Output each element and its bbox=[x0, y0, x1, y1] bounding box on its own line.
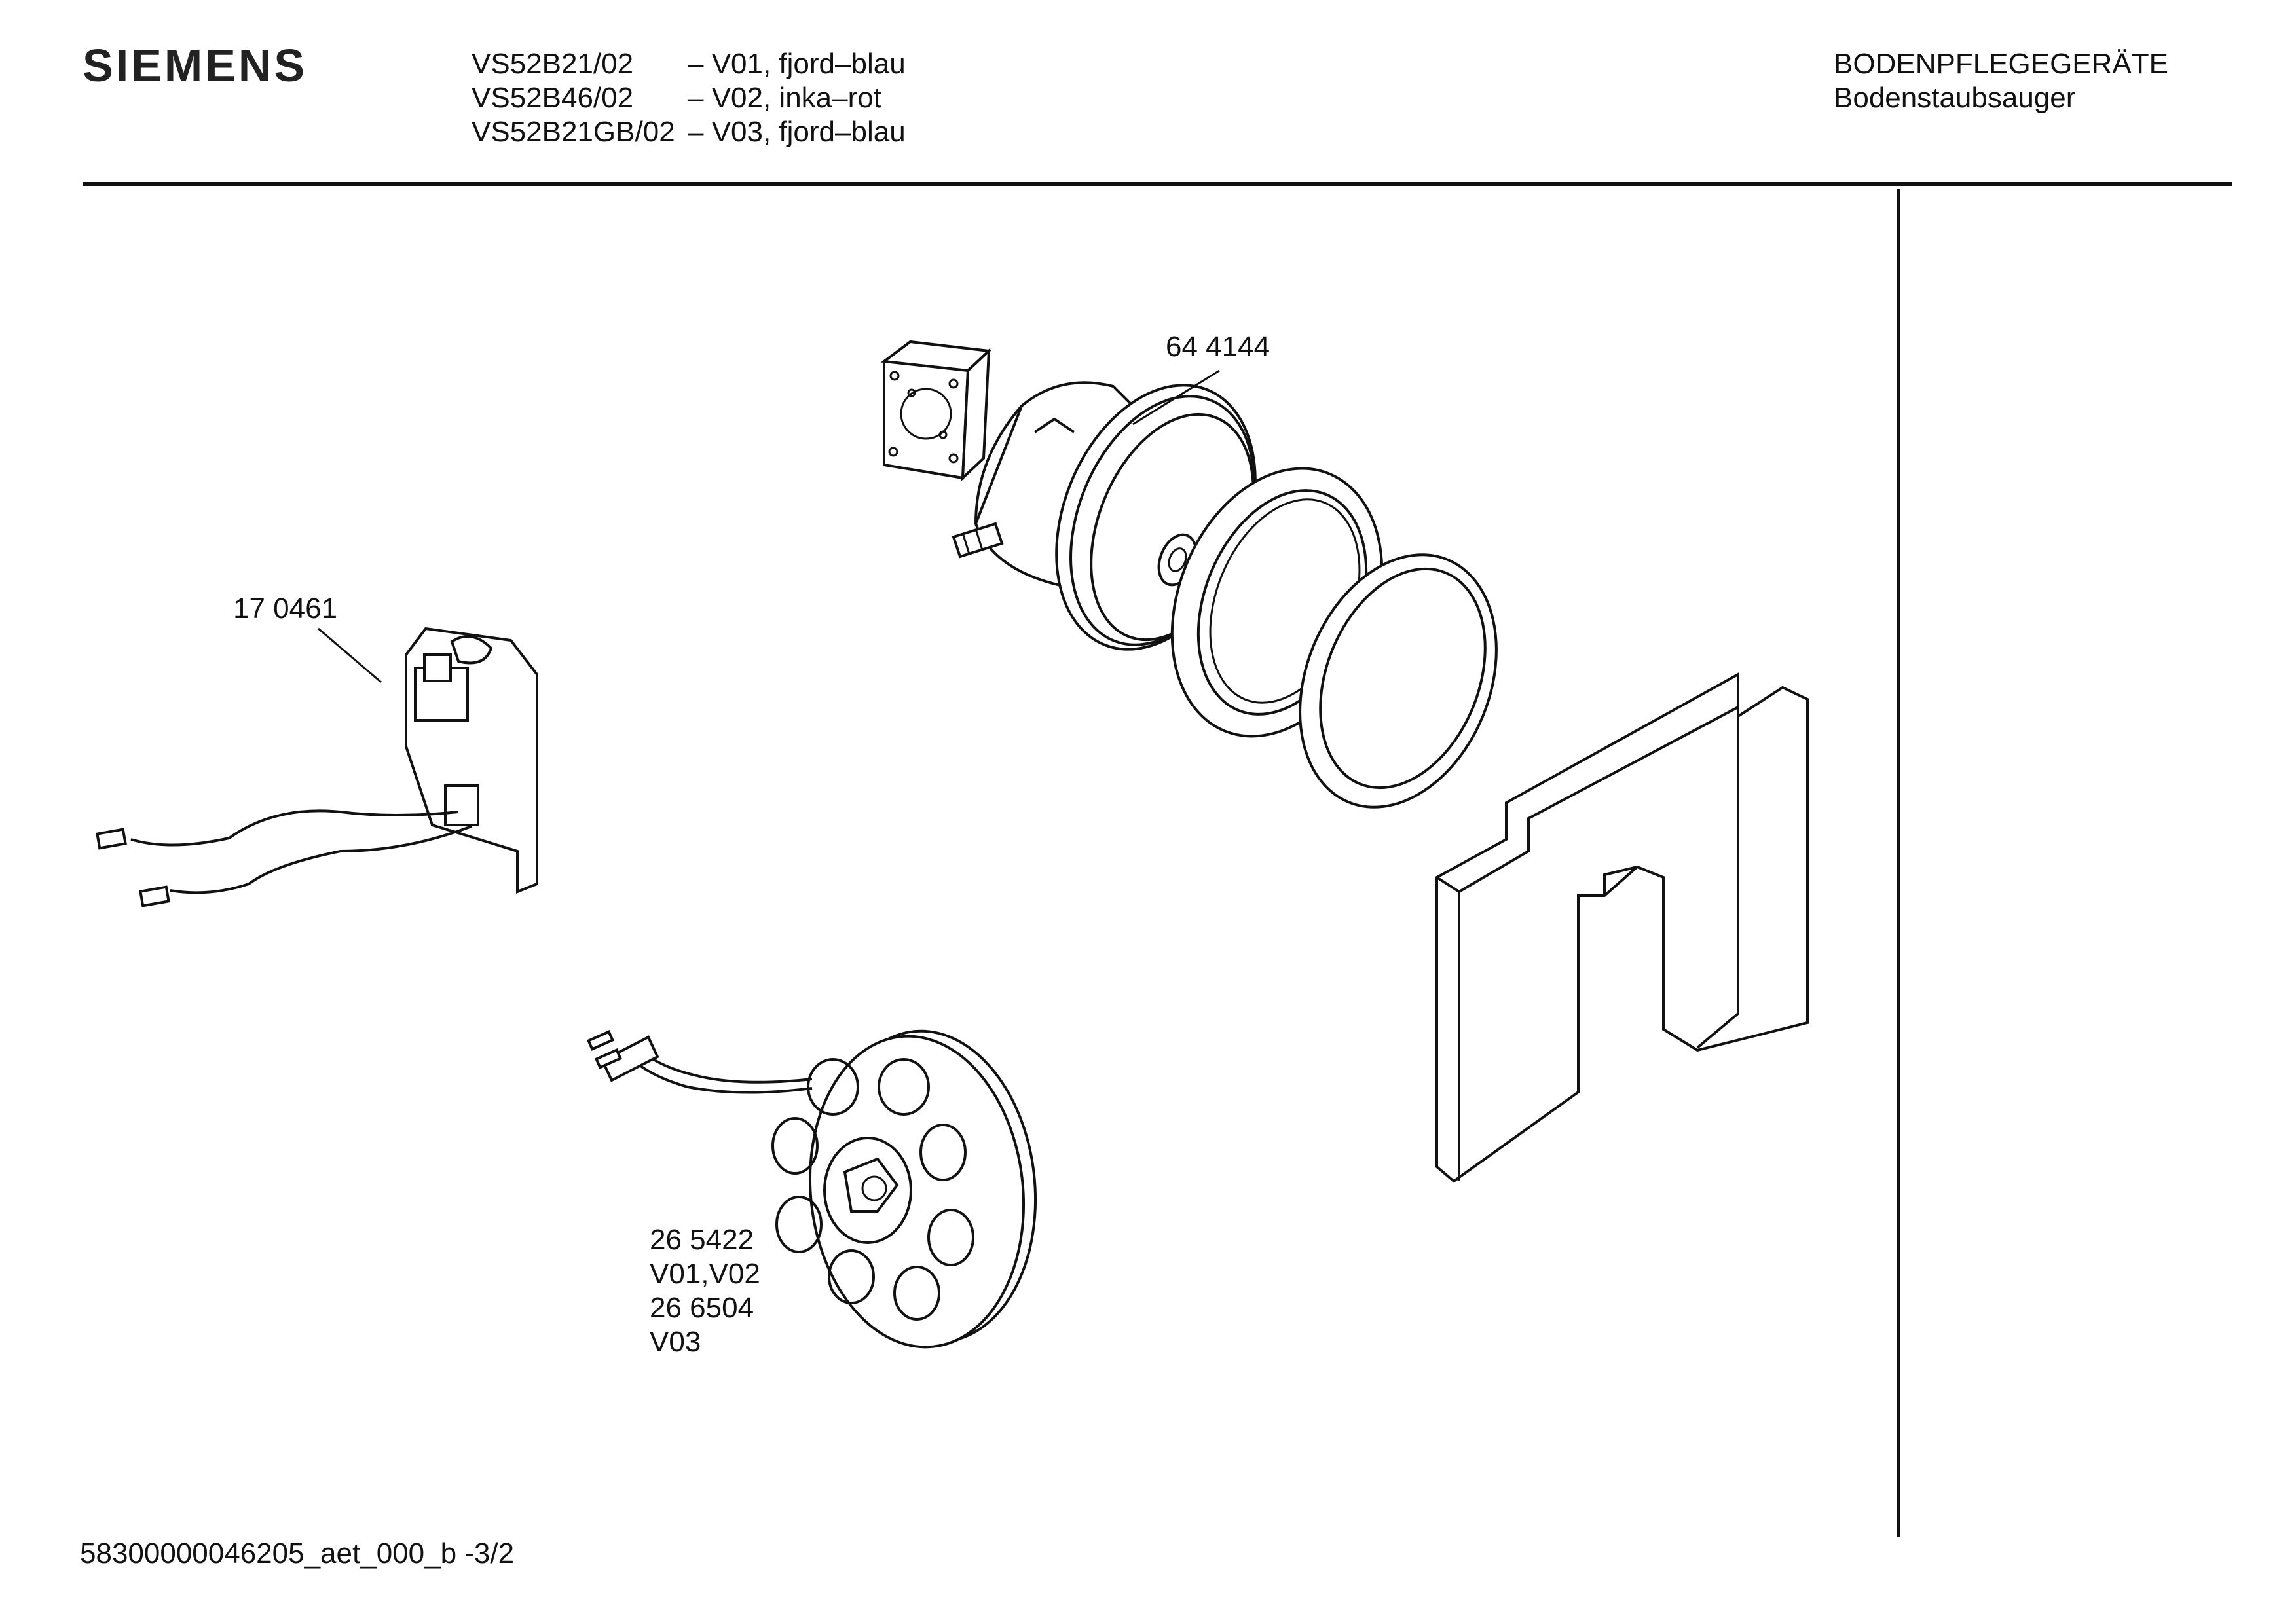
cable-reel-part-numbers: 26 5422 V01,V02 26 6504 V03 bbox=[650, 1223, 760, 1359]
cable-reel-part-line: V01,V02 bbox=[650, 1258, 760, 1290]
model-variant: – V01, fjord–blau bbox=[688, 48, 906, 80]
model-row: VS52B46/02 – V02, inka–rot bbox=[472, 81, 906, 115]
switch-leader-line bbox=[318, 627, 382, 684]
insulation-panel bbox=[1435, 672, 1809, 1183]
motor-filter-ring bbox=[1299, 553, 1498, 809]
margin-divider bbox=[1897, 189, 1900, 1537]
cable-reel-assembly bbox=[586, 1029, 1037, 1349]
model-variant: – V03, fjord–blau bbox=[688, 116, 906, 148]
cable-reel-part-line: 26 6504 bbox=[650, 1292, 754, 1324]
motor-mount-block bbox=[880, 340, 992, 481]
motor-leader-line bbox=[1132, 369, 1220, 426]
model-list: VS52B21/02 – V01, fjord–blau VS52B46/02 – … bbox=[472, 47, 906, 149]
switch-assembly bbox=[96, 627, 538, 907]
category-subtitle: Bodenstaubsauger bbox=[1834, 82, 2076, 114]
cable-reel-part-line: V03 bbox=[650, 1326, 701, 1358]
siemens-logo: SIEMENS bbox=[83, 40, 308, 91]
document-code: 58300000046205_aet_000_b -3/2 bbox=[80, 1537, 515, 1569]
model-code: VS52B21/02 bbox=[472, 48, 634, 80]
model-code: VS52B46/02 bbox=[472, 82, 634, 114]
category-block: BODENPFLEGEGERÄTE Bodenstaubsauger bbox=[1834, 47, 2168, 115]
header-divider bbox=[83, 182, 2232, 186]
motor-part-number: 64 4144 bbox=[1166, 331, 1270, 363]
model-row: VS52B21/02 – V01, fjord–blau bbox=[472, 47, 906, 81]
model-variant: – V02, inka–rot bbox=[688, 82, 881, 114]
cable-reel-part-line: 26 5422 bbox=[650, 1224, 754, 1256]
switch-part-number: 17 0461 bbox=[233, 593, 338, 625]
model-row: VS52B21GB/02 – V03, fjord–blau bbox=[472, 115, 906, 149]
category-title: BODENPFLEGEGERÄTE bbox=[1834, 48, 2169, 80]
model-code: VS52B21GB/02 bbox=[472, 116, 675, 148]
